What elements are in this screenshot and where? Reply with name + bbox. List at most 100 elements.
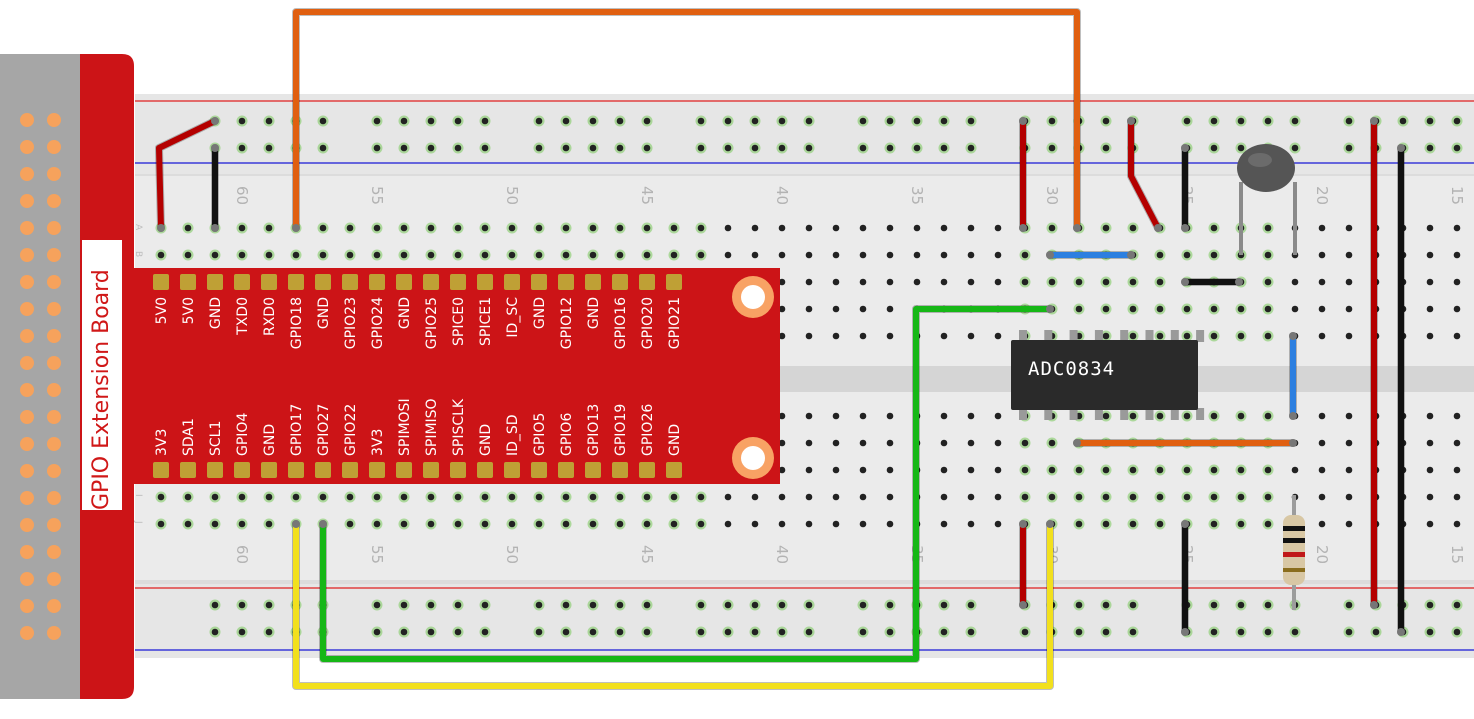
rail-hole <box>913 144 921 152</box>
rail-hole <box>1291 117 1299 125</box>
wires <box>155 8 1405 690</box>
breadboard-hole <box>994 332 1002 340</box>
rail-hole <box>427 117 435 125</box>
breadboard-hole <box>427 520 435 528</box>
breadboard-hole <box>805 520 813 528</box>
pin-label-top: GPIO23 <box>343 297 359 349</box>
rail-hole <box>805 117 813 125</box>
breadboard-hole <box>886 439 894 447</box>
breadboard-hole <box>1345 224 1353 232</box>
rail-hole <box>373 117 381 125</box>
rail-hole <box>940 117 948 125</box>
header-pin <box>47 275 61 289</box>
breadboard-hole <box>940 412 948 420</box>
breadboard-hole <box>832 466 840 474</box>
pin-label-top: GND <box>586 297 602 329</box>
chip-leg <box>1170 330 1179 342</box>
board-pin <box>288 462 304 478</box>
board-pin <box>558 462 574 478</box>
rail-hole <box>562 144 570 152</box>
header-pin <box>20 464 34 478</box>
header-pin <box>20 167 34 181</box>
board-pin <box>234 274 250 290</box>
breadboard-hole <box>1426 439 1434 447</box>
rail-hole <box>751 601 759 609</box>
rail-hole <box>454 601 462 609</box>
breadboard-hole <box>778 332 786 340</box>
breadboard-hole <box>994 224 1002 232</box>
pin-label-top: 5V0 <box>154 297 170 324</box>
rail-hole <box>589 117 597 125</box>
rail-hole <box>562 628 570 636</box>
breadboard-hole <box>508 251 516 259</box>
board-pin <box>612 462 628 478</box>
rail-hole <box>697 601 705 609</box>
breadboard-hole <box>1102 412 1110 420</box>
rail-hole <box>967 601 975 609</box>
rail-hole <box>1048 117 1056 125</box>
breadboard-hole <box>886 412 894 420</box>
breadboard-hole <box>913 224 921 232</box>
rail-hole <box>1102 117 1110 125</box>
rail-hole <box>1426 628 1434 636</box>
breadboard-hole <box>454 224 462 232</box>
breadboard-hole <box>832 224 840 232</box>
rail-hole <box>535 144 543 152</box>
breadboard-hole <box>778 251 786 259</box>
breadboard-hole <box>1102 520 1110 528</box>
breadboard-hole <box>1210 305 1218 313</box>
breadboard-hole <box>1129 466 1137 474</box>
rail-hole <box>535 117 543 125</box>
header-pin <box>47 194 61 208</box>
breadboard-hole <box>967 278 975 286</box>
rail-hole <box>886 628 894 636</box>
breadboard-hole <box>373 224 381 232</box>
board-pin <box>234 462 250 478</box>
chip-leg <box>1069 408 1078 420</box>
breadboard-hole <box>1075 278 1083 286</box>
breadboard-hole <box>1048 439 1056 447</box>
breadboard-hole <box>940 493 948 501</box>
breadboard-hole <box>805 466 813 474</box>
breadboard-hole <box>886 251 894 259</box>
pin-label-bottom: GPIO6 <box>559 413 575 456</box>
rail-hole <box>1453 601 1461 609</box>
rail-hole <box>778 628 786 636</box>
breadboard-hole <box>994 439 1002 447</box>
breadboard-hole <box>319 493 327 501</box>
breadboard-hole <box>1264 251 1272 259</box>
breadboard-hole <box>1021 439 1029 447</box>
breadboard-hole <box>238 493 246 501</box>
header-pin <box>47 302 61 316</box>
breadboard-hole <box>157 493 165 501</box>
breadboard-hole <box>1264 466 1272 474</box>
rail-hole <box>1345 601 1353 609</box>
breadboard-hole <box>697 493 705 501</box>
header-pin <box>47 221 61 235</box>
breadboard-hole <box>859 305 867 313</box>
chip-leg <box>1094 408 1103 420</box>
rail-hole <box>427 628 435 636</box>
header-pin <box>47 491 61 505</box>
breadboard-hole <box>184 251 192 259</box>
rail-hole <box>373 601 381 609</box>
board-pin <box>558 274 574 290</box>
thermistor <box>1237 144 1297 255</box>
pin-label-bottom: 3V3 <box>370 429 386 456</box>
breadboard-hole <box>562 493 570 501</box>
breadboard-hole <box>1318 332 1326 340</box>
breadboard-hole <box>1453 412 1461 420</box>
breadboard-hole <box>940 466 948 474</box>
breadboard-hole <box>940 251 948 259</box>
rail-hole <box>643 601 651 609</box>
board-pin <box>423 274 439 290</box>
breadboard-hole <box>1453 520 1461 528</box>
breadboard-hole <box>1210 493 1218 501</box>
breadboard-hole <box>1183 412 1191 420</box>
breadboard-hole <box>427 251 435 259</box>
rail-hole <box>562 601 570 609</box>
breadboard-hole <box>562 251 570 259</box>
board-pin <box>585 274 601 290</box>
breadboard-hole <box>427 224 435 232</box>
rail-hole <box>373 628 381 636</box>
